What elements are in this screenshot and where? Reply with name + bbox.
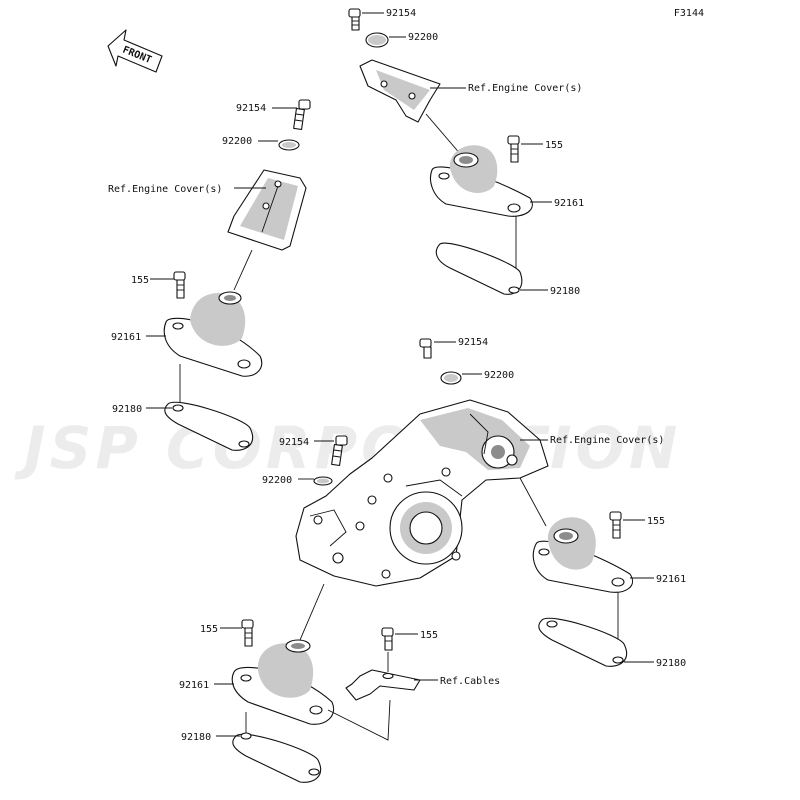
label-ref-engine-cover-top-right: Ref.Engine Cover(s) bbox=[468, 83, 582, 94]
label-92200-center-left: 92200 bbox=[262, 475, 292, 486]
label-92200-center: 92200 bbox=[484, 370, 514, 381]
engine-mount-92161-lower-right bbox=[532, 517, 634, 593]
engine-mount-92161-top-left bbox=[163, 291, 263, 377]
plate-92180-lower-right bbox=[538, 617, 628, 667]
bolt-92154-top-right bbox=[348, 8, 361, 31]
label-155-top-left: 155 bbox=[131, 275, 149, 286]
cable-guide-bracket bbox=[345, 652, 421, 701]
label-92180-top-right: 92180 bbox=[550, 286, 580, 297]
label-155-lower-right: 155 bbox=[647, 516, 665, 527]
bolt-92154-center-left bbox=[331, 435, 348, 467]
bracket-top-left bbox=[227, 169, 307, 251]
washer-92200-top-right bbox=[365, 32, 389, 48]
engine-case-housing bbox=[295, 399, 549, 587]
label-92180-lower-right: 92180 bbox=[656, 658, 686, 669]
watermark-text: JSP CORPORATION bbox=[14, 414, 681, 482]
washer-92200-top-left bbox=[278, 139, 300, 151]
label-92200-top-left: 92200 bbox=[222, 136, 252, 147]
bolt-155-top-right bbox=[507, 135, 520, 163]
bracket-top-right bbox=[359, 59, 441, 123]
label-92161-top-right: 92161 bbox=[554, 198, 584, 209]
figure-code: F3144 bbox=[674, 8, 704, 19]
label-155-cable-guide: 155 bbox=[420, 630, 438, 641]
label-92154-top-right: 92154 bbox=[386, 8, 416, 19]
bolt-155-cable-guide bbox=[381, 627, 394, 651]
label-92180-top-left: 92180 bbox=[112, 404, 142, 415]
label-ref-engine-cover-top-left: Ref.Engine Cover(s) bbox=[108, 184, 222, 195]
engine-mount-92161-lower-left bbox=[231, 639, 334, 725]
plate-92180-top-left bbox=[164, 401, 254, 451]
label-ref-engine-cover-center: Ref.Engine Cover(s) bbox=[550, 435, 664, 446]
label-92161-lower-right: 92161 bbox=[656, 574, 686, 585]
bolt-155-top-left bbox=[173, 271, 186, 299]
plate-92180-top-right bbox=[435, 242, 523, 295]
bolt-92154-center bbox=[419, 338, 432, 359]
engine-mount-92161-top-right bbox=[429, 145, 533, 217]
label-155-top-right: 155 bbox=[545, 140, 563, 151]
label-92154-center: 92154 bbox=[458, 337, 488, 348]
label-155-lower-left: 155 bbox=[200, 624, 218, 635]
label-92161-top-left: 92161 bbox=[111, 332, 141, 343]
washer-92200-center bbox=[440, 371, 462, 385]
label-92154-top-left: 92154 bbox=[236, 103, 266, 114]
label-92161-lower-left: 92161 bbox=[179, 680, 209, 691]
label-92180-lower-left: 92180 bbox=[181, 732, 211, 743]
front-arrow-icon: FRONT bbox=[107, 29, 163, 73]
washer-92200-center-left bbox=[313, 476, 333, 486]
label-ref-cables: Ref.Cables bbox=[440, 676, 500, 687]
bolt-155-lower-right bbox=[609, 511, 622, 539]
label-92200-top-right: 92200 bbox=[408, 32, 438, 43]
plate-92180-lower-left bbox=[232, 732, 322, 783]
bolt-92154-top-left bbox=[293, 99, 311, 131]
bolt-155-lower-left bbox=[241, 619, 254, 647]
label-92154-center-left: 92154 bbox=[279, 437, 309, 448]
